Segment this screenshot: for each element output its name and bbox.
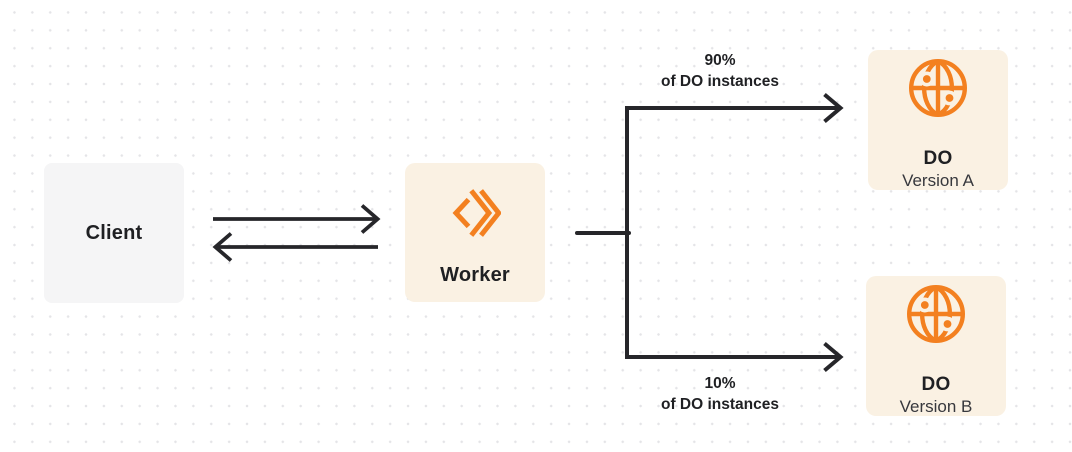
do-version-b-subtitle: Version B xyxy=(899,397,973,416)
top-branch-label-percentage: 90% xyxy=(704,52,736,69)
branch-trunk xyxy=(625,106,839,359)
worker-node-label: Worker xyxy=(440,264,510,286)
bottom-branch-label-percentage: 10% xyxy=(704,375,736,392)
durable-object-globe-icon xyxy=(906,284,966,349)
durable-object-globe-icon xyxy=(908,58,968,123)
client-node-label: Client xyxy=(85,221,143,244)
client-to-worker-arrowhead xyxy=(360,204,381,234)
worker-node: Worker xyxy=(405,163,545,302)
worker-to-client-arrowhead xyxy=(212,232,233,262)
cloudflare-workers-icon xyxy=(449,184,502,247)
do-version-a-node: DO Version A xyxy=(868,50,1008,190)
bottom-branch-arrowhead xyxy=(823,341,844,373)
client-node: Client xyxy=(44,163,184,303)
top-branch-arrowhead xyxy=(823,92,844,124)
do-version-b-node: DO Version B xyxy=(866,276,1006,416)
bottom-branch-label: 10% of DO instances xyxy=(610,374,830,415)
do-version-b-title: DO xyxy=(921,374,951,395)
top-branch-label: 90% of DO instances xyxy=(610,51,830,92)
do-version-a-title: DO xyxy=(923,148,953,169)
do-version-a-subtitle: Version A xyxy=(902,171,974,190)
bottom-branch-label-caption: of DO instances xyxy=(661,395,779,413)
top-branch-label-caption: of DO instances xyxy=(661,72,779,90)
